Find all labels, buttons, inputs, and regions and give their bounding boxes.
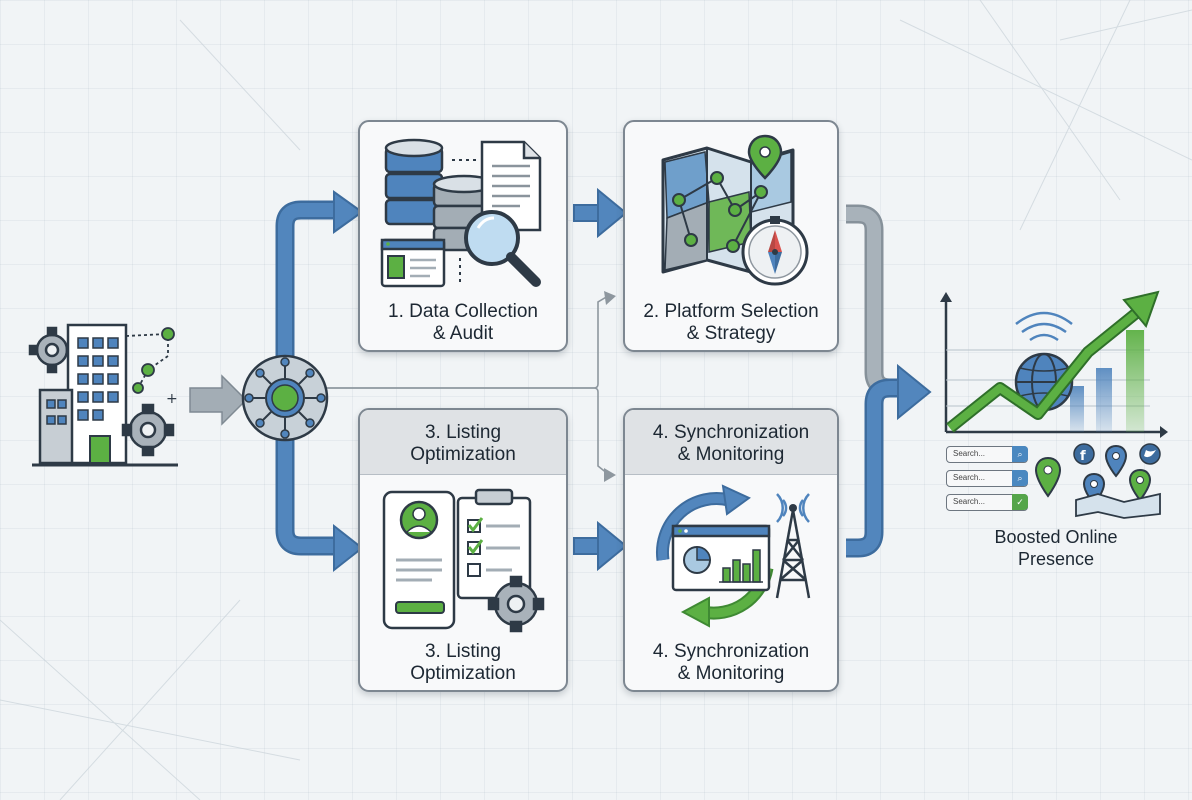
step-card-synchronization[interactable]: 4. Synchronization & Monitoring <box>623 408 839 692</box>
dashboard-sync-tower-icon <box>656 484 811 628</box>
search-icon[interactable]: ⌕ <box>1012 470 1028 486</box>
step-card-listing-optimization[interactable]: 3. Listing Optimization <box>358 408 568 692</box>
search-bar-1-text: Search... <box>953 449 986 458</box>
check-icon[interactable]: ✓ <box>1012 494 1028 510</box>
search-bar-3-text: Search... <box>953 497 986 506</box>
step-3-label: 3. Listing Optimization <box>410 641 516 684</box>
thin-arrowhead-down <box>604 468 616 482</box>
thin-arrowhead-up <box>604 291 616 305</box>
arrow-step3-to-step4 <box>573 520 628 572</box>
profile-checklist-gear-icon <box>382 488 545 633</box>
thin-connectors <box>320 295 609 475</box>
branch-down-arrow <box>275 430 338 556</box>
step-3-header <box>360 410 566 475</box>
step-3-header-label: 3. Listing Optimization <box>410 422 516 465</box>
step-4-header-label: 4. Synchronization & Monitoring <box>652 422 810 465</box>
output-label: Boosted Online Presence <box>994 527 1118 569</box>
database-document-magnifier-icon <box>380 138 542 288</box>
step-4-label: 4. Synchronization & Monitoring <box>652 641 810 684</box>
step-card-platform-selection[interactable]: 2. Platform Selection & Strategy <box>623 120 839 352</box>
map-compass-icon <box>661 134 809 286</box>
step-1-label: 1. Data Collection & Audit <box>388 301 538 344</box>
arrow-step1-to-step2 <box>573 187 628 239</box>
branch-up-arrow <box>275 200 338 360</box>
step-2-label: 2. Platform Selection & Strategy <box>643 301 819 344</box>
search-bar-1[interactable]: Search... ⌕ <box>946 446 1028 463</box>
output-arrowhead <box>897 363 932 421</box>
step-card-data-collection[interactable]: 1. Data Collection & Audit <box>358 120 568 352</box>
search-bar-2[interactable]: Search... ⌕ <box>946 470 1028 487</box>
search-icon[interactable]: ⌕ <box>1012 446 1028 462</box>
svg-text:+: + <box>166 391 178 407</box>
input-arrow <box>189 374 248 426</box>
step-4-header <box>625 410 837 475</box>
business-building-gears-icon: + <box>28 323 178 467</box>
search-bar-2-text: Search... <box>953 473 986 482</box>
search-bar-3[interactable]: Search... ✓ <box>946 494 1028 511</box>
